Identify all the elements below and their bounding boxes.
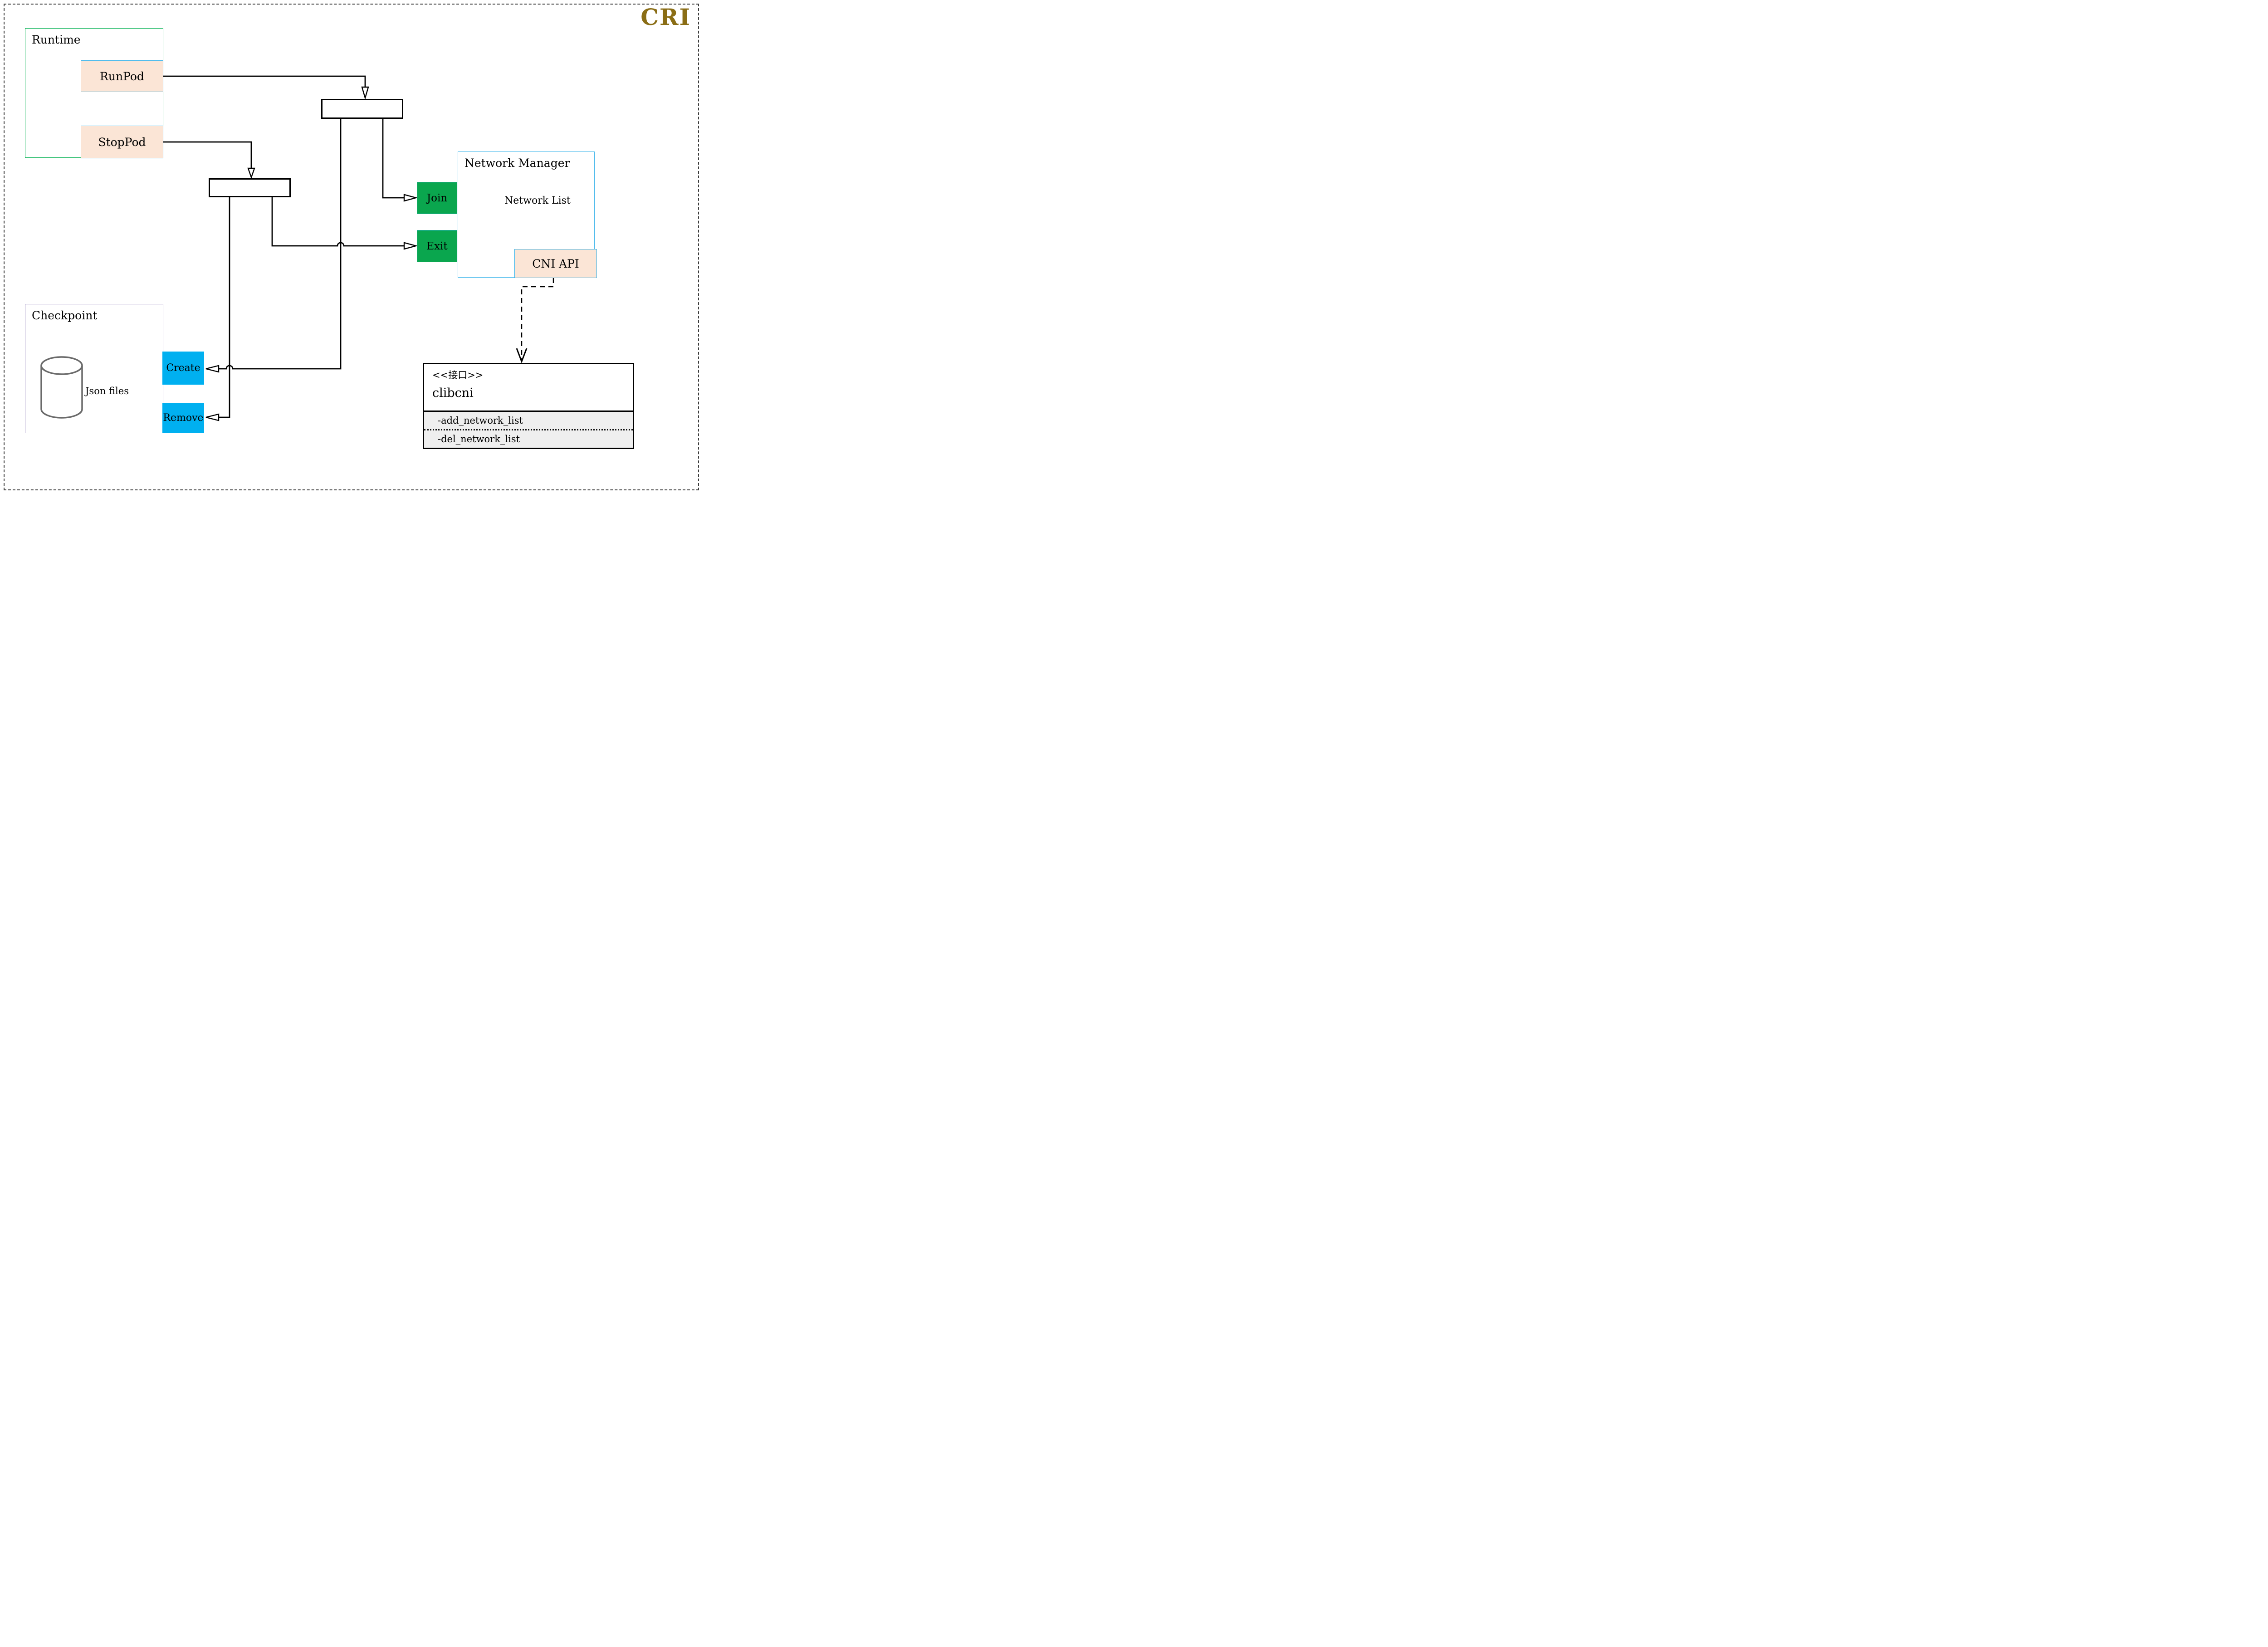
network-list-label: Network List	[504, 195, 571, 206]
remove-node: Remove	[162, 403, 204, 433]
join-node: Join	[417, 182, 457, 214]
create-label: Create	[166, 362, 200, 374]
create-node: Create	[162, 352, 204, 385]
arrowhead-down-runpod-icon	[361, 86, 369, 100]
arrowhead-down-stoppod-icon	[247, 167, 255, 179]
diagram-title: CRI	[640, 4, 691, 30]
clibcni-methods-section: -add_network_list -del_network_list	[424, 411, 633, 448]
runpod-connector-line	[163, 75, 366, 87]
stoppod-node: StopPod	[81, 126, 163, 158]
stoppod-label: StopPod	[98, 135, 146, 149]
cni-api-label: CNI API	[532, 257, 579, 270]
page-dashed-border	[4, 4, 699, 490]
remove-label: Remove	[163, 412, 204, 424]
stoppod-connector-line	[163, 141, 252, 168]
cni-dependency-dashed-line	[521, 278, 554, 360]
arrowhead-open-clibcni-icon	[516, 348, 528, 364]
create-connector-line	[219, 119, 342, 370]
arrowhead-right-exit-icon	[403, 242, 418, 250]
runtime-title: Runtime	[32, 33, 81, 46]
cri-diagram: CRI Runtime	[0, 0, 703, 494]
clibcni-method-del: -del_network_list	[424, 429, 633, 448]
clibcni-method-add: -add_network_list	[438, 415, 523, 426]
exit-node: Exit	[417, 230, 457, 262]
arrowhead-right-join-icon	[403, 194, 418, 202]
checkpoint-title: Checkpoint	[32, 309, 98, 322]
json-files-database-icon	[40, 356, 83, 419]
clibcni-interface-box: <<接口>> clibcni -add_network_list -del_ne…	[423, 363, 634, 449]
arrowhead-left-create-icon	[205, 365, 220, 373]
exit-label: Exit	[426, 240, 448, 252]
clibcni-name: clibcni	[432, 386, 474, 400]
runpod-node: RunPod	[81, 60, 163, 92]
join-label: Join	[426, 192, 448, 204]
arrowhead-left-remove-icon	[205, 413, 220, 421]
junction-box-stoppod	[209, 178, 291, 197]
runpod-label: RunPod	[100, 69, 144, 83]
clibcni-stereotype: <<接口>>	[432, 370, 484, 381]
remove-connector-line	[219, 197, 230, 418]
junction-box-runpod	[321, 99, 403, 119]
join-connector-line	[382, 119, 404, 199]
network-manager-title: Network Manager	[464, 156, 570, 170]
cni-api-node: CNI API	[514, 249, 597, 278]
exit-connector-line	[271, 197, 404, 247]
clibcni-header: <<接口>> clibcni	[424, 364, 633, 411]
json-files-label: Json files	[85, 386, 129, 396]
